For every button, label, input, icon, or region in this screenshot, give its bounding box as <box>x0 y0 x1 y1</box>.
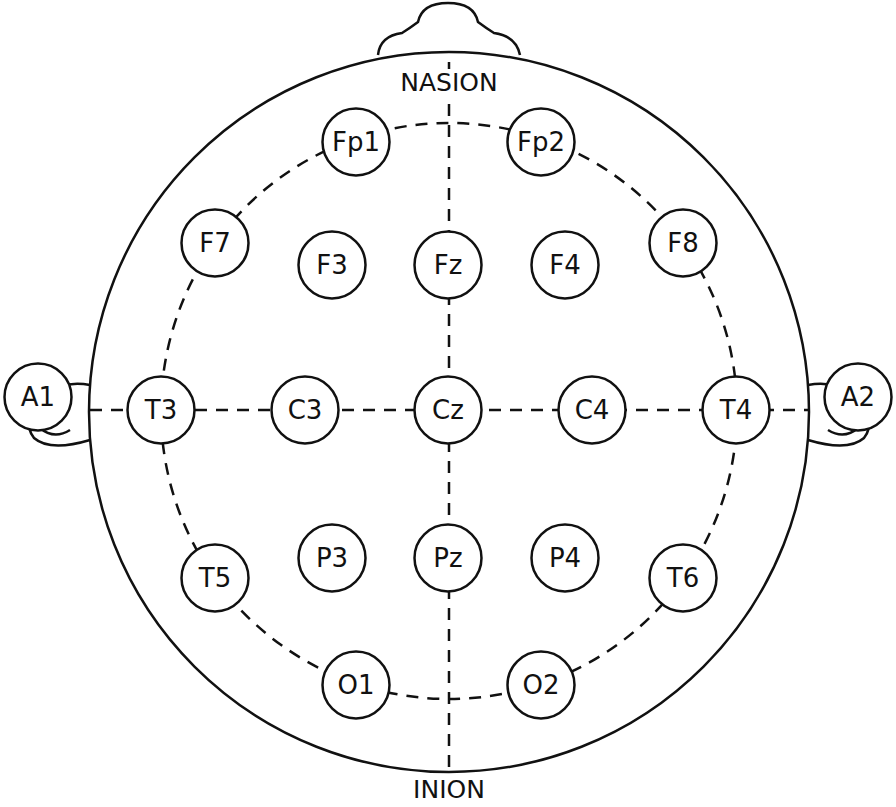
electrode-label: A1 <box>21 382 55 412</box>
electrode: C3 <box>270 375 340 445</box>
electrode-label: F3 <box>316 250 348 280</box>
electrode: T4 <box>701 375 771 445</box>
electrode: F4 <box>530 230 600 300</box>
electrode-label: O1 <box>337 670 374 700</box>
electrode: P3 <box>297 523 367 593</box>
landmark-label: INION <box>410 776 488 804</box>
electrode-label: T4 <box>720 395 752 425</box>
electrode-label: C4 <box>575 395 610 425</box>
electrode: Fp1 <box>321 107 391 177</box>
electrode: F8 <box>648 208 718 278</box>
electrode: Fz <box>413 230 483 300</box>
electrode: A2 <box>823 362 893 432</box>
electrode: A1 <box>3 362 73 432</box>
electrode: F7 <box>180 208 250 278</box>
electrode-label: F4 <box>549 250 581 280</box>
electrode: Pz <box>413 523 483 593</box>
electrode-label: Fp1 <box>332 127 380 157</box>
electrode-label: F7 <box>199 228 231 258</box>
electrode-label: T6 <box>667 563 699 593</box>
electrode: F3 <box>297 230 367 300</box>
landmark-label: NASION <box>397 69 500 97</box>
electrode: O2 <box>506 650 576 720</box>
electrode-label: T3 <box>145 395 177 425</box>
electrode-label: O2 <box>522 670 559 700</box>
electrode-label: C3 <box>288 395 323 425</box>
electrode: Cz <box>413 375 483 445</box>
electrode-label: P3 <box>316 543 348 573</box>
electrode: T6 <box>648 543 718 613</box>
electrode: C4 <box>557 375 627 445</box>
electrode: O1 <box>321 650 391 720</box>
electrode: T3 <box>126 375 196 445</box>
electrode: T5 <box>180 543 250 613</box>
electrode: Fp2 <box>506 107 576 177</box>
electrode-label: T5 <box>199 563 231 593</box>
electrode: P4 <box>530 523 600 593</box>
electrode-label: A2 <box>841 382 875 412</box>
electrode-label: Cz <box>432 395 464 425</box>
electrode-label: P4 <box>549 543 581 573</box>
electrode-label: Fz <box>434 250 463 280</box>
electrode-label: Fp2 <box>517 127 565 157</box>
electrode-label: F8 <box>667 228 699 258</box>
electrode-label: Pz <box>433 543 462 573</box>
